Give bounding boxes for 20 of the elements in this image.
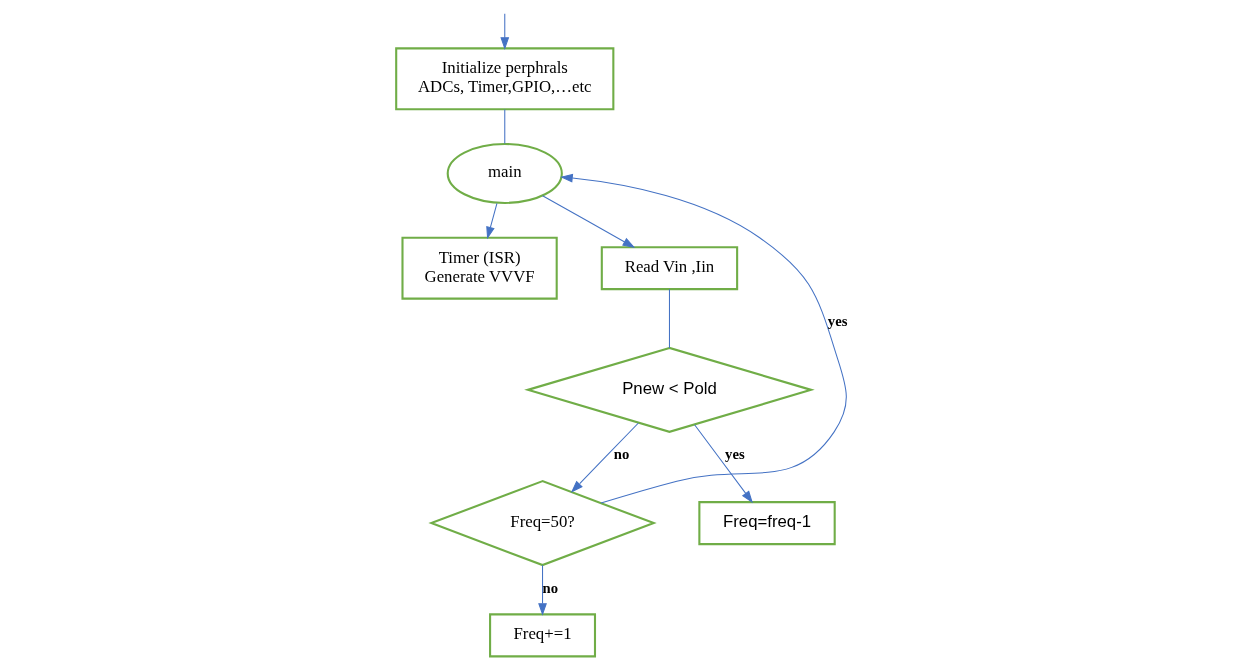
edge-label: no [613,446,629,463]
arrow [537,564,547,616]
arrow [693,424,753,504]
node-box: Freq=freq-1 [697,501,836,546]
edge-label: no [542,579,558,596]
arrow [499,13,509,50]
connector [668,288,670,349]
node-diamond: Pnew < Pold [523,346,815,433]
connector [503,109,505,145]
node-box: Timer (ISR) Generate VVVF [400,236,558,300]
arrow [541,195,635,248]
arrow [559,173,847,504]
node-box: Freq+=1 [488,613,596,658]
arrow [485,202,497,240]
node-box: Read Vin ,Iin [600,246,738,291]
arrow [570,422,639,493]
node-ellipse: main [446,143,563,204]
node-box: Initialize perphrals ADCs, Timer,GPIO,…etc [394,47,614,111]
edge-label: yes [724,446,745,463]
edge-label: yes [827,313,847,330]
